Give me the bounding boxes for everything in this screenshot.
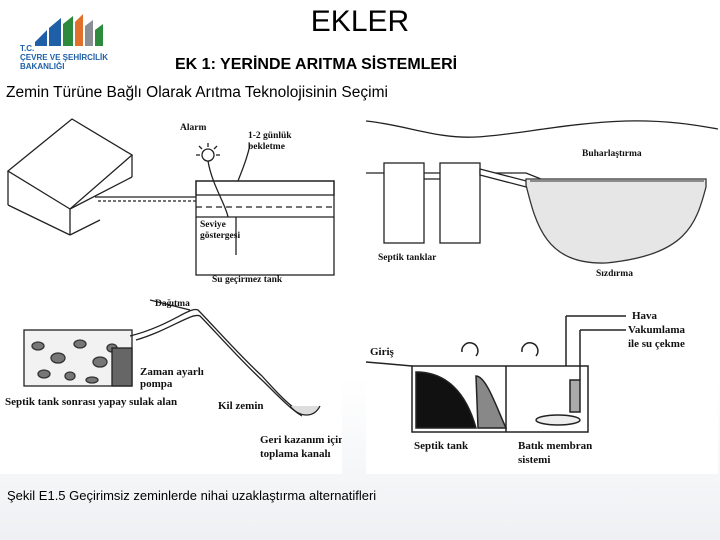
septic-tanks-label: Septik tanklar <box>378 253 437 263</box>
section-heading: Zemin Türüne Bağlı Olarak Arıtma Teknolo… <box>6 84 388 101</box>
panel-constructed-wetland: Dağıtma Zaman ayarlı pompa Septik tank s… <box>0 296 342 474</box>
tank-label: Su geçirmez tank <box>212 275 283 285</box>
storage-label-1: 1-2 günlük <box>248 131 292 141</box>
constructed-wetland-drawing <box>23 299 321 417</box>
figure-caption: Şekil E1.5 Geçirimsiz zeminlerde nihai u… <box>7 488 377 503</box>
panel-membrane-system: Hava Vakumlama ile su çekme Giriş Septik… <box>366 296 718 474</box>
logo-line-bakanlik: BAKANLIĞI <box>20 62 65 71</box>
page-subtitle: EK 1: YERİNDE ARITMA SİSTEMLERİ <box>175 56 458 73</box>
seepage-label: Sızdırma <box>596 269 633 279</box>
septic-tank-label: Septik tank <box>414 440 469 452</box>
evaporation-pond-drawing <box>366 120 718 264</box>
timer-label-2: pompa <box>140 378 173 390</box>
inlet-label: Giriş <box>370 346 394 358</box>
ministry-logo <box>15 12 127 76</box>
membrane-system-drawing <box>366 315 626 433</box>
air-label: Hava <box>632 310 658 322</box>
logo-line-ministry: ÇEVRE VE ŞEHİRCİLİK <box>20 53 109 62</box>
level-label-2: göstergesi <box>200 231 241 241</box>
clay-label: Kil zemin <box>218 400 264 412</box>
storage-label-2: bekletme <box>248 142 285 152</box>
distribution-label: Dağıtma <box>155 299 190 309</box>
level-label-1: Seviye <box>200 220 226 230</box>
watertight-tank-drawing <box>6 118 335 276</box>
recovery-label-2: toplama kanalı <box>260 448 331 460</box>
panel-evaporation-pond: Buharlaştırma Septik tanklar Sızdırma <box>366 115 718 287</box>
page-title: EKLER <box>310 5 410 38</box>
wetland-label: Septik tank sonrası yapay sulak alan <box>5 396 178 408</box>
recovery-label-1: Geri kazanım için <box>260 434 342 446</box>
membrane-label-2: sistemi <box>518 454 551 466</box>
vacuum-label-2: ile su çekme <box>628 338 685 350</box>
panel-watertight-tank: Alarm 1-2 günlük bekletme Seviye gösterg… <box>0 115 342 287</box>
vacuum-label-1: Vakumlama <box>628 324 686 336</box>
alarm-label: Alarm <box>180 123 207 133</box>
timer-label-1: Zaman ayarlı <box>140 366 204 378</box>
evaporation-label: Buharlaştırma <box>582 149 642 159</box>
membrane-label-1: Batık membran <box>518 440 593 452</box>
logo-line-tc: T.C. <box>20 44 35 53</box>
